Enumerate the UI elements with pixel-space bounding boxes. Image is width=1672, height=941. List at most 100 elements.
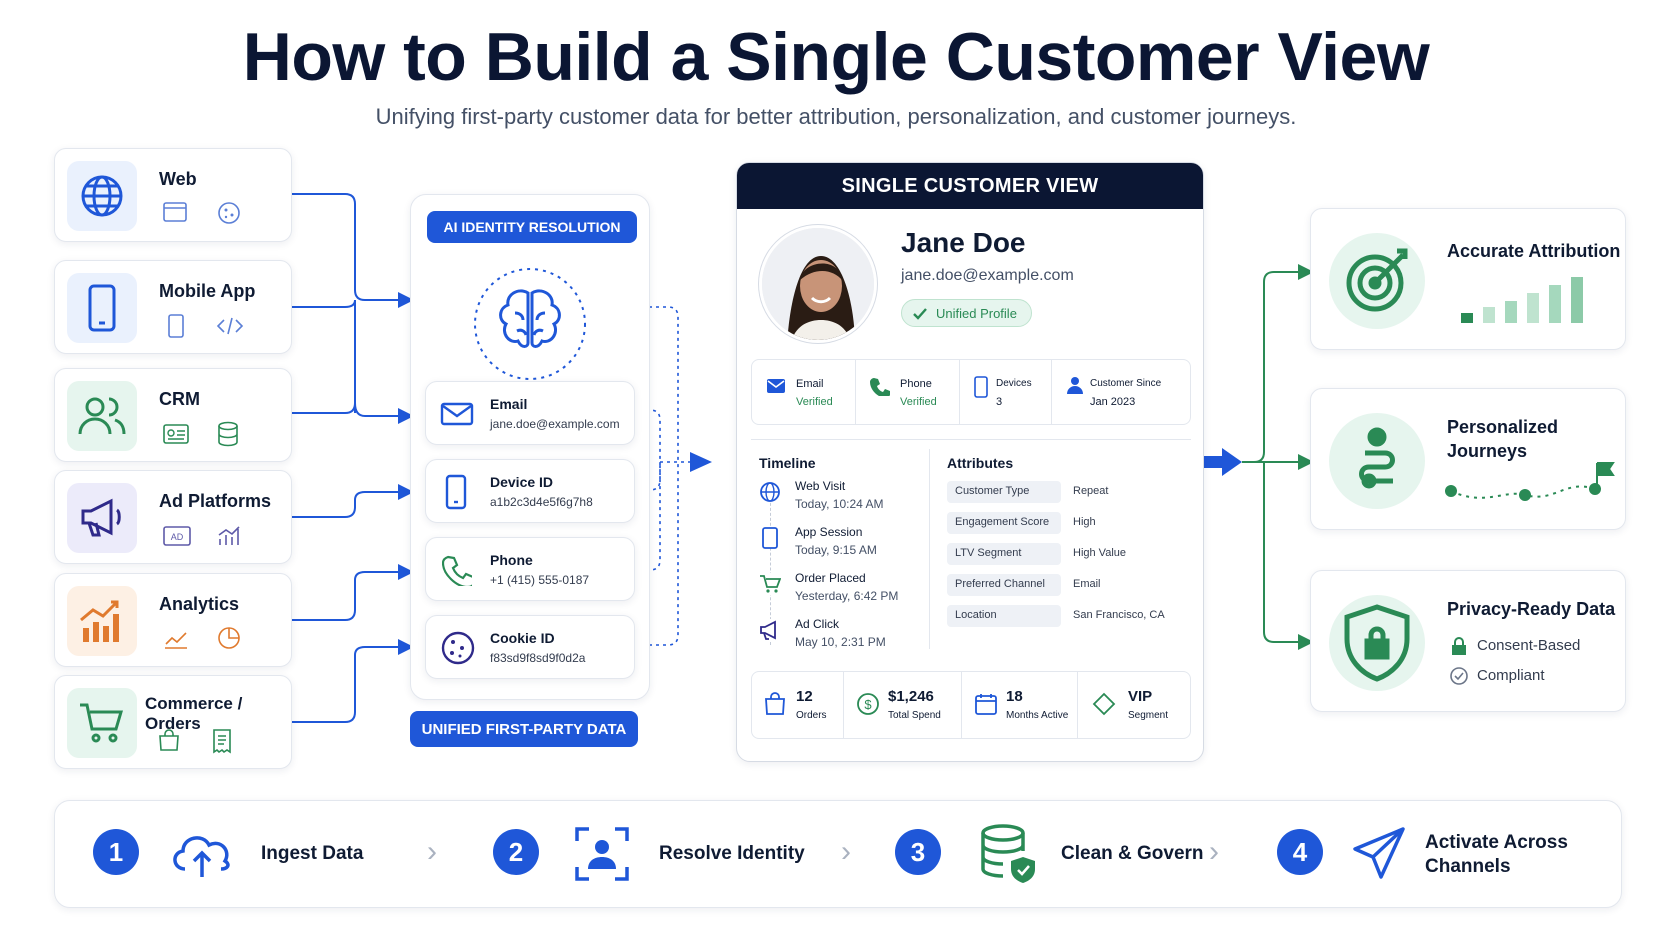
trend-icon bbox=[163, 628, 189, 650]
customer-email: jane.doe@example.com bbox=[901, 267, 1074, 285]
source-web[interactable]: Web bbox=[54, 148, 292, 242]
code-icon bbox=[215, 315, 245, 337]
envelope-icon bbox=[766, 378, 786, 394]
attribute-value: Email bbox=[1073, 578, 1101, 590]
metric-value: VIP bbox=[1128, 688, 1152, 705]
step-label: Ingest Data bbox=[261, 843, 363, 865]
outcome-attribution: Accurate Attribution bbox=[1310, 208, 1626, 350]
attribute-value: San Francisco, CA bbox=[1073, 609, 1165, 621]
svg-text:AD: AD bbox=[171, 532, 184, 542]
brain-icon bbox=[471, 265, 589, 383]
paper-plane-icon bbox=[1351, 825, 1407, 881]
metric-spend: $ $1,246 Total Spend bbox=[844, 672, 962, 738]
device-icon bbox=[762, 527, 778, 549]
avatar bbox=[759, 225, 877, 343]
attribute-row: LocationSan Francisco, CA bbox=[947, 605, 1187, 629]
megaphone-icon bbox=[759, 619, 781, 641]
attribute-value: High bbox=[1073, 516, 1096, 528]
source-mobile-app[interactable]: Mobile App bbox=[54, 260, 292, 354]
identity-panel: AI IDENTITY RESOLUTION Email jane.doe@ex… bbox=[410, 194, 650, 700]
path-flag-icon bbox=[1445, 459, 1615, 509]
users-icon bbox=[67, 381, 137, 451]
cloud-upload-icon bbox=[169, 825, 235, 881]
attributes-list: Customer Type Repeat Engagement Score High… bbox=[947, 481, 1187, 641]
metric-label: Total Spend bbox=[888, 710, 941, 721]
id-email: Email jane.doe@example.com bbox=[425, 381, 635, 445]
timeline-time: Yesterday, 6:42 PM bbox=[795, 589, 898, 603]
timeline-time: Today, 10:24 AM bbox=[795, 497, 884, 511]
timeline-time: May 10, 2:31 PM bbox=[795, 635, 886, 649]
stat-value: Verified bbox=[900, 396, 937, 408]
scv-panel: SINGLE CUSTOMER VIEW Jane Doe jane.doe@e… bbox=[736, 162, 1204, 762]
calendar-icon bbox=[974, 692, 998, 716]
metric-value: 18 bbox=[1006, 688, 1023, 705]
metric-segment: VIP Segment bbox=[1078, 672, 1192, 738]
outcome-journeys: Personalized Journeys bbox=[1310, 388, 1626, 530]
source-label: Mobile App bbox=[159, 281, 255, 302]
id-label: Email bbox=[490, 396, 527, 412]
source-commerce[interactable]: Commerce / Orders bbox=[54, 675, 292, 769]
outcome-privacy: Privacy-Ready Data Consent-Based Complia… bbox=[1310, 570, 1626, 712]
timeline-title: Timeline bbox=[759, 455, 816, 471]
step-label: Activate Across Channels bbox=[1425, 831, 1575, 879]
scan-user-icon bbox=[573, 825, 631, 883]
timeline-event: Order Placed bbox=[795, 571, 866, 585]
merge-arrow bbox=[690, 452, 712, 472]
signal-chart-icon bbox=[217, 523, 241, 547]
outcome-title: Personalized Journeys bbox=[1447, 415, 1607, 463]
pie-icon bbox=[217, 626, 241, 650]
stat-value: Verified bbox=[796, 396, 833, 408]
source-analytics[interactable]: Analytics bbox=[54, 573, 292, 667]
mobile-icon bbox=[67, 273, 137, 343]
dollar-icon: $ bbox=[856, 692, 880, 716]
attribute-key: Engagement Score bbox=[947, 512, 1061, 534]
lock-icon bbox=[1451, 637, 1467, 655]
stat-label: Customer Since bbox=[1090, 378, 1161, 389]
shield-lock-icon bbox=[1329, 595, 1425, 691]
device-icon bbox=[974, 376, 988, 398]
cookie-id-icon bbox=[440, 630, 476, 666]
stat-value: Jan 2023 bbox=[1090, 396, 1135, 408]
timeline-event: Web Visit bbox=[795, 479, 845, 493]
scv-header: SINGLE CUSTOMER VIEW bbox=[737, 163, 1203, 209]
cart-icon bbox=[759, 573, 781, 595]
source-crm[interactable]: CRM bbox=[54, 368, 292, 462]
attribute-row: Preferred ChannelEmail bbox=[947, 574, 1187, 598]
customer-name: Jane Doe bbox=[901, 227, 1026, 259]
metric-value: 12 bbox=[796, 688, 813, 705]
attribute-row: Engagement Score High bbox=[947, 512, 1187, 536]
timeline-event: App Session bbox=[795, 525, 862, 539]
attribute-row: Customer Type Repeat bbox=[947, 481, 1187, 505]
envelope-icon bbox=[440, 402, 474, 426]
privacy-item: Consent-Based bbox=[1477, 637, 1580, 654]
unified-profile-badge: Unified Profile bbox=[901, 299, 1032, 327]
step-label: Clean & Govern bbox=[1061, 843, 1204, 865]
contact-card-icon bbox=[163, 423, 189, 445]
timeline-time: Today, 9:15 AM bbox=[795, 543, 877, 557]
id-value: jane.doe@example.com bbox=[490, 417, 620, 431]
diamond-icon bbox=[1092, 692, 1116, 716]
user-icon bbox=[1066, 376, 1084, 394]
target-icon bbox=[1329, 233, 1425, 329]
source-ad-platforms[interactable]: Ad Platforms AD bbox=[54, 470, 292, 564]
stat-label: Devices bbox=[996, 378, 1032, 389]
step-number: 4 bbox=[1277, 829, 1323, 875]
metric-orders: 12 Orders bbox=[752, 672, 844, 738]
megaphone-icon bbox=[67, 483, 137, 553]
source-label: Analytics bbox=[159, 594, 239, 615]
stat-email: Email Verified bbox=[752, 360, 856, 424]
attribute-key: Customer Type bbox=[947, 481, 1061, 503]
id-label: Phone bbox=[490, 552, 533, 568]
bag-icon bbox=[764, 692, 786, 716]
step-number: 3 bbox=[895, 829, 941, 875]
globe-icon bbox=[67, 161, 137, 231]
attribute-value: Repeat bbox=[1073, 485, 1108, 497]
phone-small-icon bbox=[167, 313, 185, 339]
avatar-portrait bbox=[762, 228, 877, 343]
check-icon bbox=[912, 307, 928, 321]
stat-phone: Phone Verified bbox=[856, 360, 960, 424]
chevron-right-icon: › bbox=[841, 835, 851, 869]
output-arrow bbox=[1222, 448, 1242, 476]
